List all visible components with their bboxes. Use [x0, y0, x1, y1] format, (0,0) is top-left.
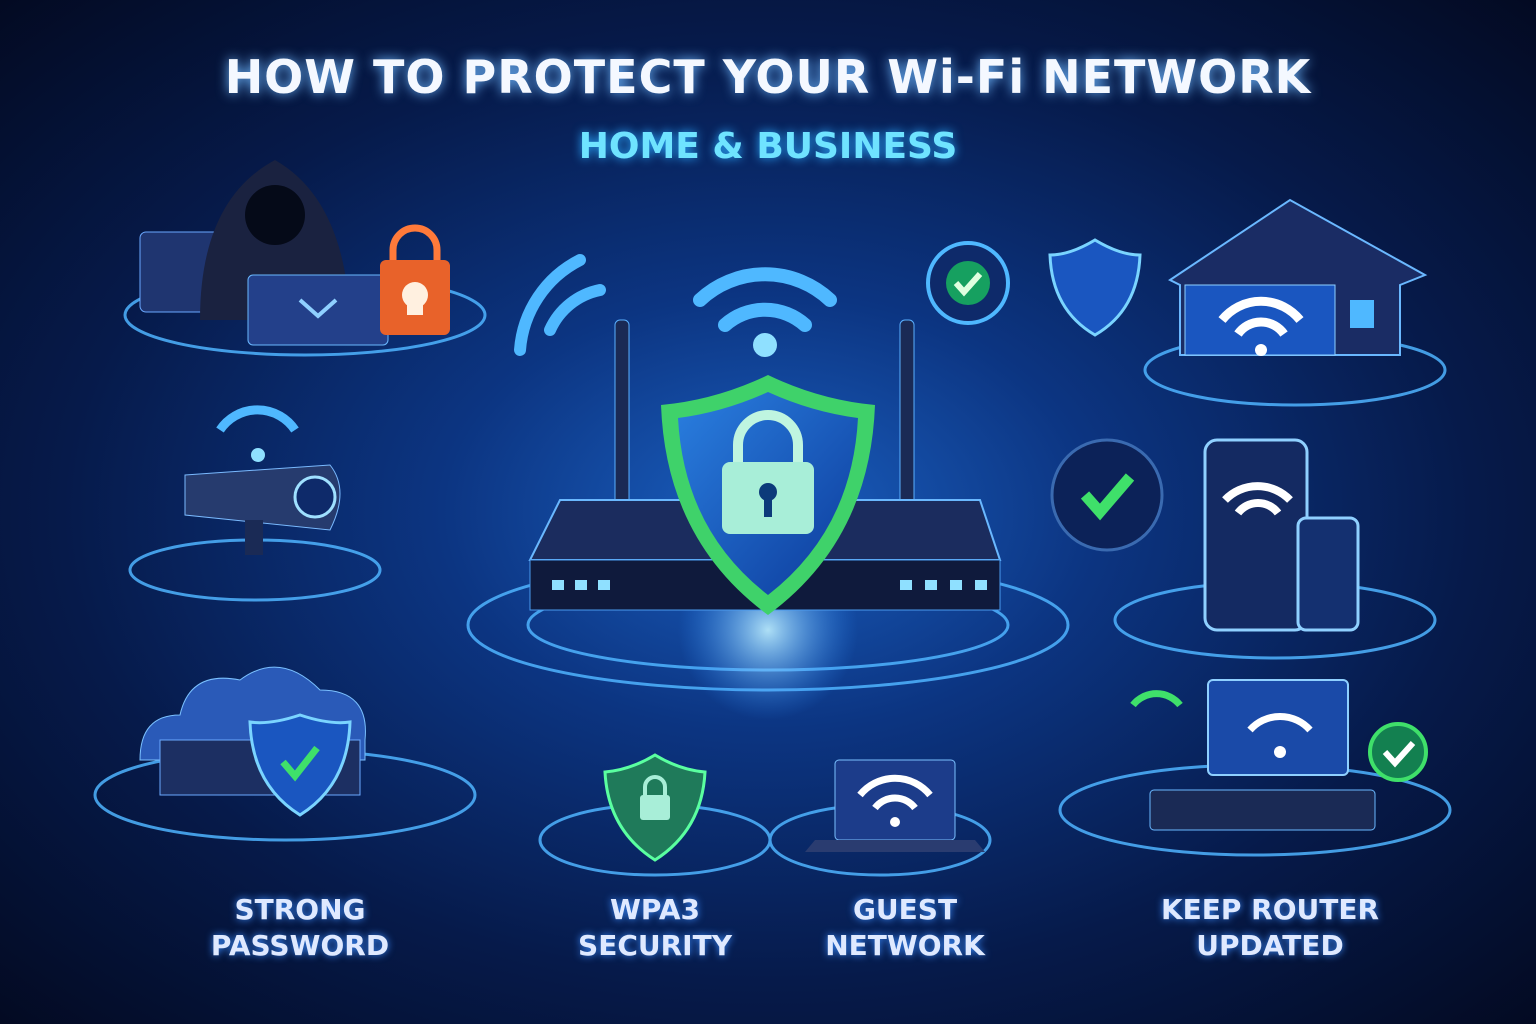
label-wpa3-security: WPA3 SECURITY	[540, 892, 770, 964]
check-badge-icon-2	[1050, 438, 1164, 552]
label-keep-router-updated: KEEP ROUTER UPDATED	[1110, 892, 1430, 964]
wifi-icon	[693, 267, 837, 357]
house-icon	[1168, 198, 1428, 356]
smartphone-icon	[1203, 438, 1360, 632]
broken-lock-icon	[380, 224, 450, 335]
label-line: STRONG	[234, 893, 366, 926]
laptop-icon	[805, 759, 985, 852]
shield-lock-icon	[661, 375, 875, 615]
router-update-icon	[1130, 679, 1428, 831]
cloud-server-icon	[139, 666, 366, 817]
hacker-icon	[139, 160, 389, 346]
label-line: PASSWORD	[210, 929, 390, 962]
label-line: SECURITY	[578, 929, 732, 962]
label-line: WPA3	[610, 893, 700, 926]
wpa3-shield-icon	[603, 753, 707, 862]
label-strong-password: STRONG PASSWORD	[170, 892, 430, 964]
page-title: HOW TO PROTECT YOUR Wi-Fi NETWORK	[224, 50, 1312, 104]
security-camera-icon	[184, 405, 341, 555]
check-badge-icon	[926, 241, 1010, 325]
wifi-waves-icon	[514, 254, 606, 356]
page-subtitle: HOME & BUSINESS	[578, 126, 958, 167]
shield-key-icon	[1048, 238, 1142, 337]
label-line: KEEP ROUTER	[1160, 893, 1380, 926]
label-line: UPDATED	[1196, 929, 1344, 962]
label-line: GUEST	[852, 893, 958, 926]
label-line: NETWORK	[825, 929, 985, 962]
label-guest-network: GUEST NETWORK	[785, 892, 1025, 964]
